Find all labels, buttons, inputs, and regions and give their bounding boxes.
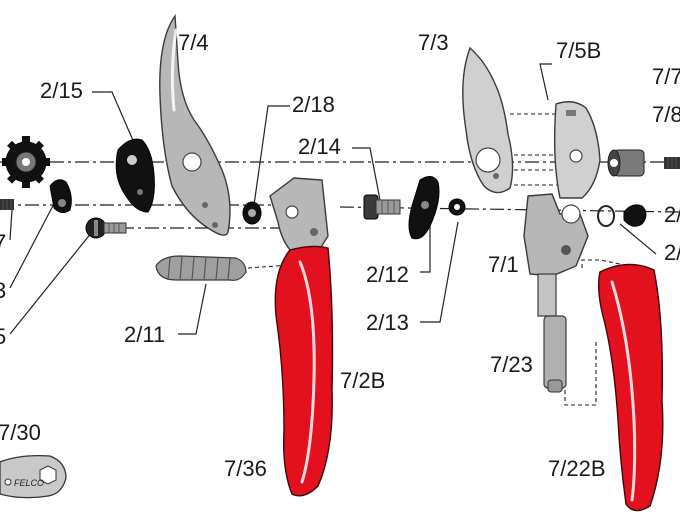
label-7-30: 7/30 bbox=[0, 420, 41, 445]
label-7-7: 7/7 bbox=[652, 64, 680, 89]
nut-2-18 bbox=[242, 201, 262, 225]
leader-lines bbox=[9, 63, 657, 335]
label-left-b: 3 bbox=[0, 278, 6, 303]
label-7-3: 7/3 bbox=[418, 30, 449, 55]
label-7-8: 7/8 bbox=[652, 102, 680, 127]
ring-right bbox=[597, 205, 615, 227]
small-screw-right bbox=[664, 157, 680, 169]
label-left-c: 5 bbox=[0, 324, 6, 349]
label-7-5B: 7/5B bbox=[556, 38, 601, 63]
part-labels: 7/4 7/3 7/5B 7/7 7/8 2/15 2/18 2/14 2/12… bbox=[0, 30, 680, 481]
handle-7-2B bbox=[269, 177, 334, 497]
label-2-right-a: 2/ bbox=[664, 202, 680, 227]
adjusting-gear bbox=[2, 136, 50, 188]
label-2-14: 2/14 bbox=[298, 134, 341, 159]
label-7-23: 7/23 bbox=[490, 352, 533, 377]
bolt-2-14 bbox=[363, 194, 401, 220]
label-7-2B: 7/2B bbox=[340, 368, 385, 393]
counter-blade-7-3 bbox=[462, 46, 514, 194]
shock-absorber-2-11 bbox=[155, 255, 247, 281]
wrench-7-30: FELCO bbox=[0, 454, 67, 499]
grip-7-22B bbox=[597, 263, 664, 512]
cutting-blade-7-4 bbox=[159, 13, 231, 236]
spring-catch bbox=[49, 179, 72, 214]
label-2-18: 2/18 bbox=[292, 92, 335, 117]
label-2-12: 2/12 bbox=[366, 262, 409, 287]
counter-blade-7-5B bbox=[553, 101, 601, 199]
cap-nut-right bbox=[623, 204, 647, 227]
small-screw-left bbox=[0, 199, 14, 210]
washer-2-13 bbox=[448, 198, 466, 216]
label-left-a: 7 bbox=[0, 230, 6, 255]
label-7-22B: 7/22B bbox=[548, 456, 606, 481]
label-7-36: 7/36 bbox=[224, 456, 267, 481]
label-7-1: 7/1 bbox=[488, 252, 519, 277]
cutting-blade-cam-2-15 bbox=[115, 138, 155, 213]
lever-2-12 bbox=[408, 176, 440, 240]
label-2-15: 2/15 bbox=[40, 78, 83, 103]
handle-body-7-1 bbox=[523, 193, 589, 393]
label-7-4: 7/4 bbox=[178, 30, 209, 55]
wrench-brand-text: FELCO bbox=[14, 478, 44, 488]
bolt-left bbox=[85, 217, 127, 239]
bushing-7-7 bbox=[607, 149, 645, 177]
label-2-13: 2/13 bbox=[366, 310, 409, 335]
label-2-11: 2/11 bbox=[124, 322, 165, 347]
label-2-right-b: 2/ bbox=[664, 240, 680, 265]
